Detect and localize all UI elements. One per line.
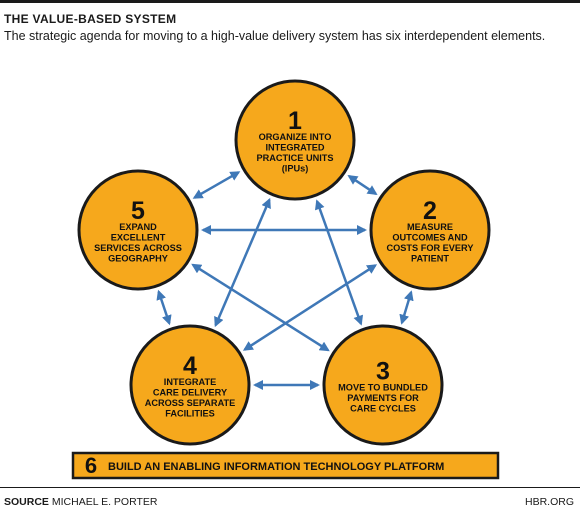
element-3-label-line: CARE CYCLES (350, 403, 416, 413)
element-4-number: 4 (183, 352, 197, 380)
arrow-2-3 (399, 290, 414, 325)
element-2-label-line: OUTCOMES AND (392, 233, 468, 243)
arrow-1-5 (192, 171, 241, 199)
element-1-label-line: PRACTICE UNITS (256, 153, 333, 163)
element-2-label-line: COSTS FOR EVERY (387, 243, 474, 253)
banner-box (71, 451, 500, 480)
element-4-label-line: ACROSS SEPARATE (145, 398, 236, 408)
connection-arrows (156, 171, 414, 390)
element-3-circle (322, 324, 444, 446)
top-rule (0, 0, 580, 3)
source-credit: SOURCE MICHAEL E. PORTER (4, 496, 157, 508)
banner-number: 6 (85, 453, 97, 478)
element-1-label-line: (IPUs) (282, 164, 309, 174)
element-2-label-line: PATIENT (411, 254, 449, 264)
arrow-3-5 (191, 263, 330, 352)
element-4-circle (129, 324, 251, 446)
element-5-label-line: SERVICES ACROSS (94, 243, 182, 253)
element-2-number: 2 (423, 197, 437, 225)
element-2-label-line: MEASURE (407, 222, 453, 232)
publisher-label: HBR.ORG (524, 496, 574, 508)
element-3-label-line: PAYMENTS FOR (347, 393, 419, 403)
element-2-circle (369, 169, 491, 291)
arrow-4-5 (156, 289, 172, 326)
element-5-label-line: EXPAND (119, 222, 157, 232)
element-5-circle (77, 169, 199, 291)
page-title: THE VALUE-BASED SYSTEM (4, 12, 177, 26)
element-5-label-line: GEOGRAPHY (108, 254, 168, 264)
arrow-1-2 (347, 174, 378, 196)
element-3-number: 3 (376, 357, 390, 385)
element-4-label-line: CARE DELIVERY (153, 388, 227, 398)
banner-label: BUILD AN ENABLING INFORMATION TECHNOLOGY… (108, 461, 444, 473)
element-1-number: 1 (288, 107, 302, 135)
element-1-label-line: ORGANIZE INTO (259, 132, 332, 142)
element-3-label-line: MOVE TO BUNDLED (338, 382, 428, 392)
element-5-number: 5 (131, 197, 145, 225)
source-label: SOURCE (4, 496, 49, 508)
footer-rule (0, 487, 580, 488)
element-4-label-line: INTEGRATE (164, 377, 216, 387)
page-subtitle: The strategic agenda for moving to a hig… (4, 29, 546, 43)
element-5-label-line: EXCELLENT (111, 233, 166, 243)
it-platform-banner: 6 BUILD AN ENABLING INFORMATION TECHNOLO… (71, 451, 500, 480)
arrow-1-3 (314, 199, 364, 326)
element-1-circle (234, 79, 356, 201)
element-4-label-line: FACILITIES (165, 409, 215, 419)
arrow-1-4 (214, 197, 271, 328)
source-name: MICHAEL E. PORTER (51, 496, 158, 508)
element-1-label-line: INTEGRATED (265, 143, 324, 153)
